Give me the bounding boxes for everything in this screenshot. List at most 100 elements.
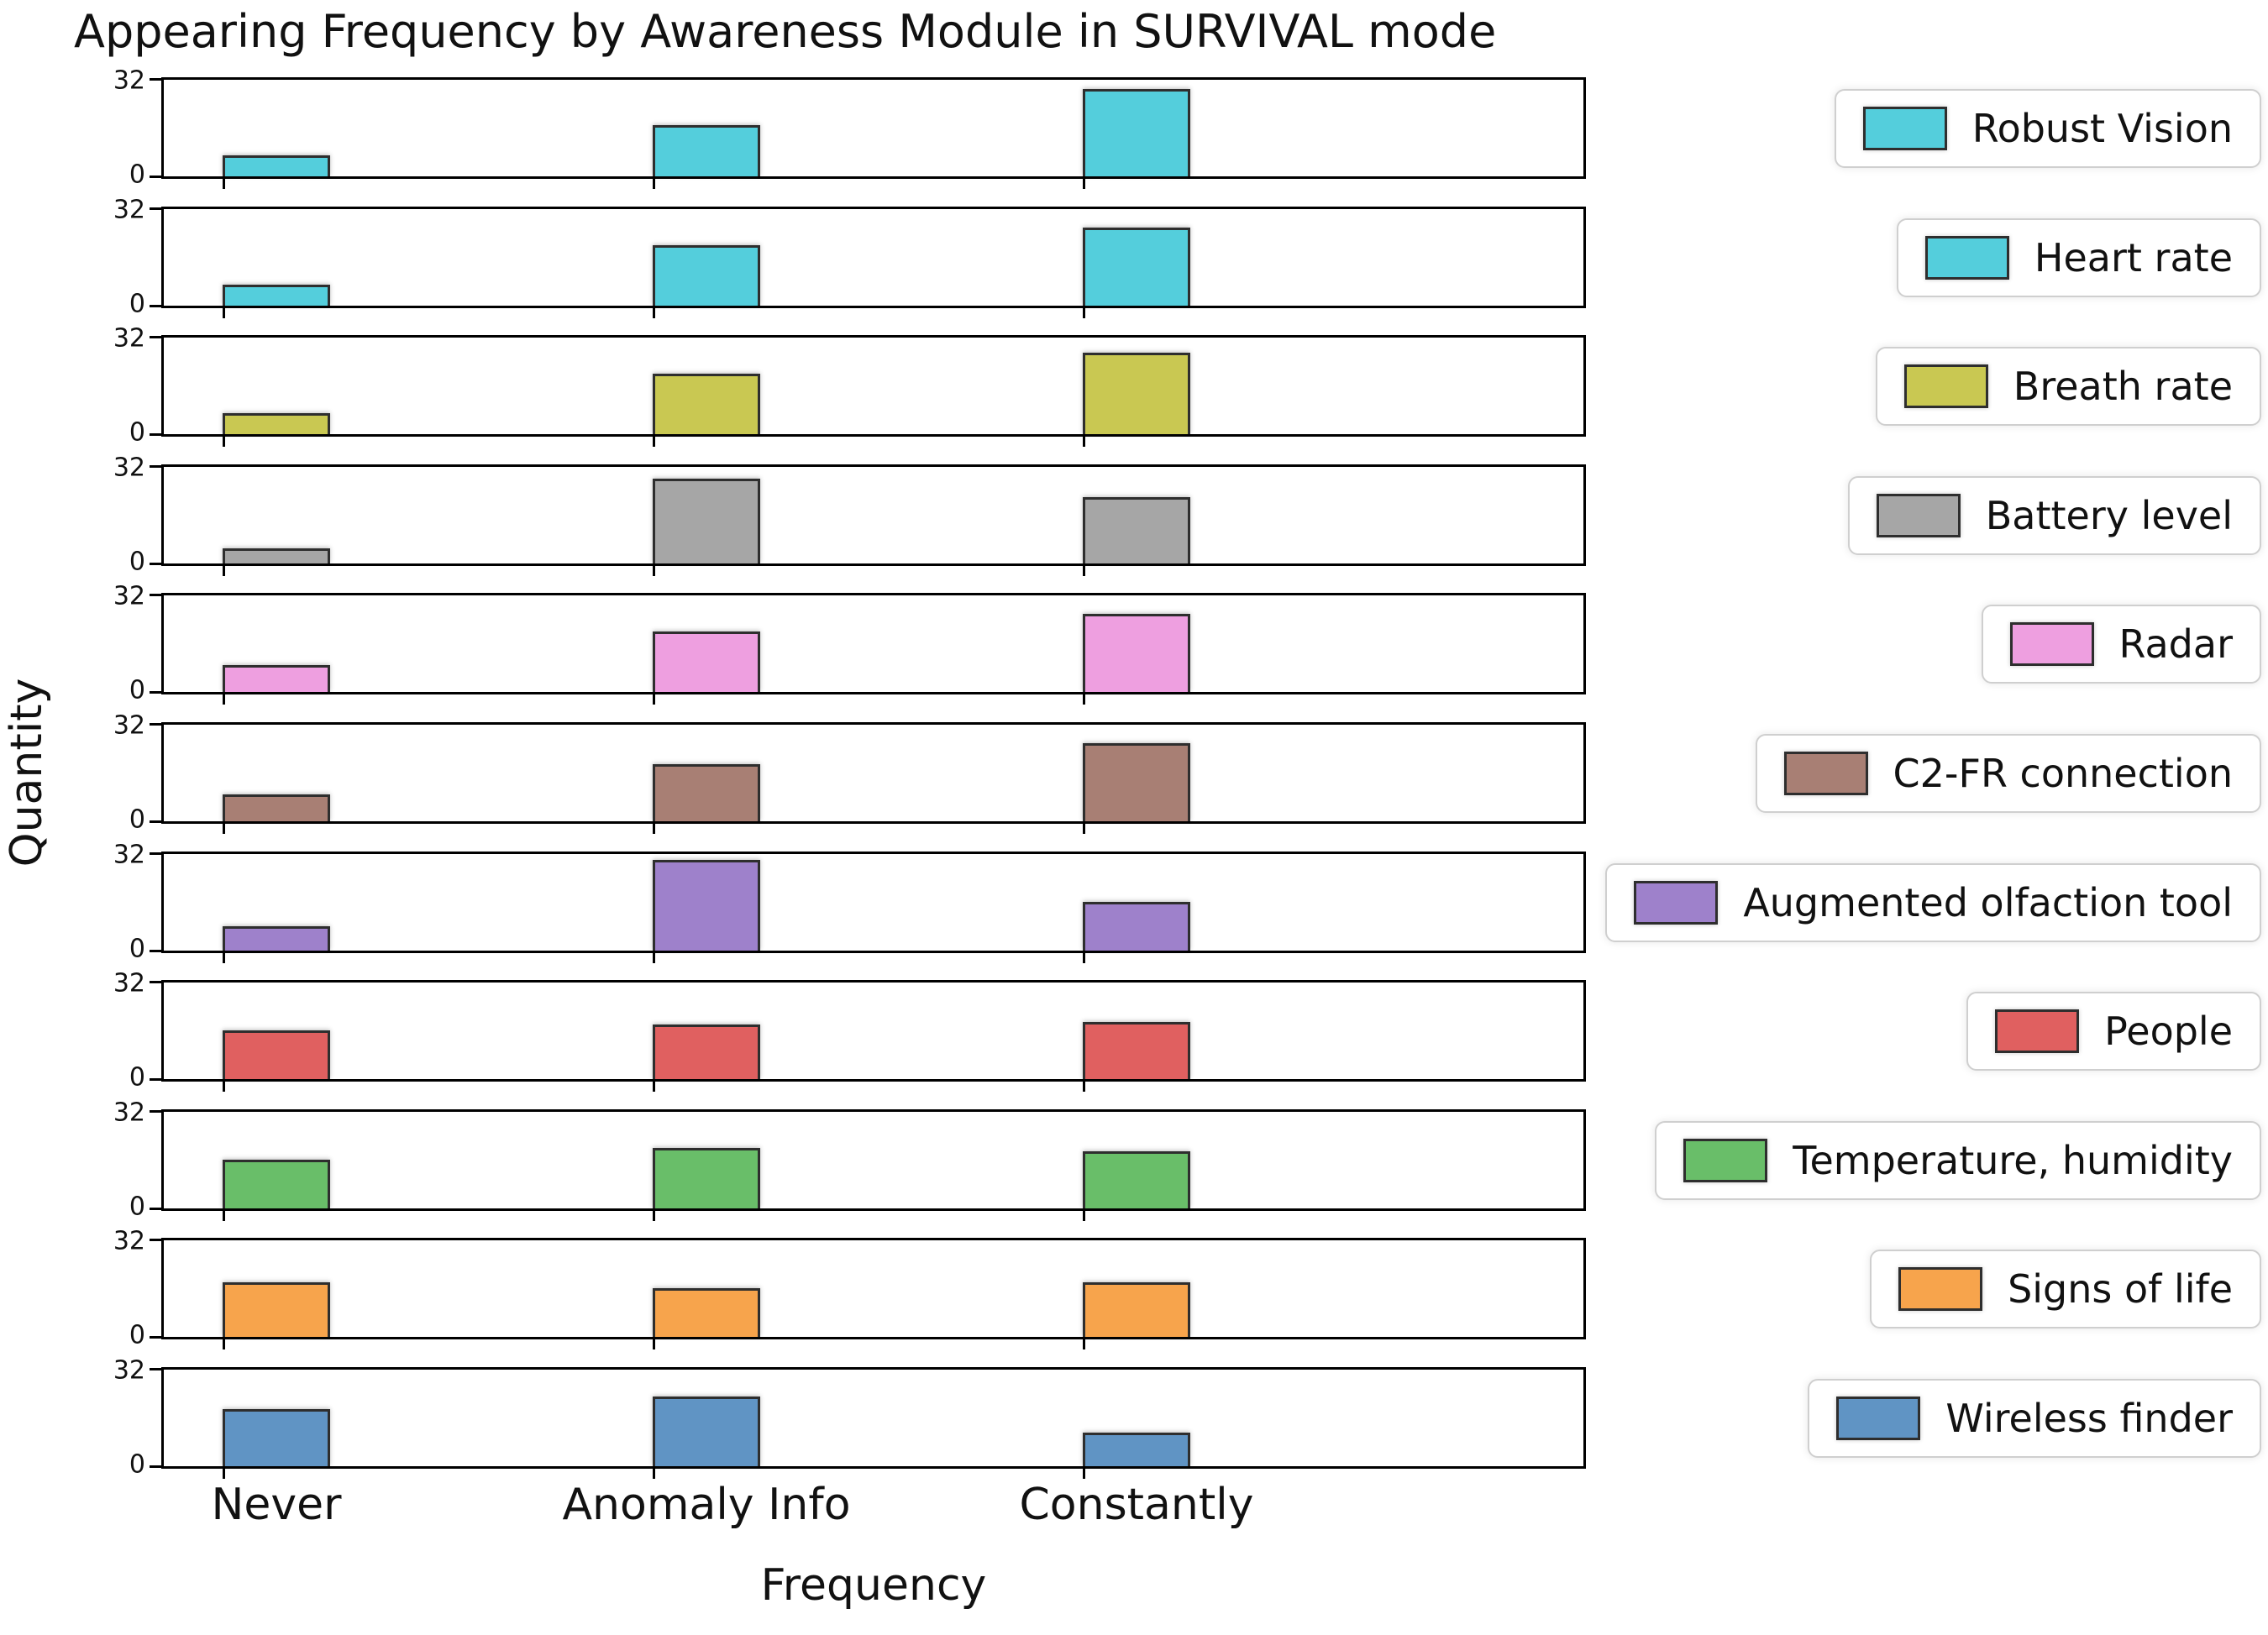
y-tick-mark (150, 176, 161, 178)
bar-heart-rate-never (223, 285, 330, 306)
legend-swatch-battery-level (1876, 493, 1961, 537)
bar-augmented-olfaction-tool-constantly (1083, 902, 1190, 951)
legend-swatch-signs-of-life (1898, 1266, 1983, 1311)
y-tick-mark (150, 433, 161, 436)
x-tick-mark (653, 1208, 655, 1221)
x-tick-mark (223, 306, 225, 318)
y-tick-mark (150, 207, 161, 210)
bar-breath-rate-constantly (1083, 353, 1190, 434)
y-tick-label: 0 (129, 675, 145, 705)
legend-swatch-robust-vision (1862, 106, 1947, 150)
y-tick-label: 32 (113, 195, 145, 225)
x-tick-mark (223, 434, 225, 447)
x-tick-mark (223, 951, 225, 963)
bar-people-anomaly-info (653, 1024, 760, 1079)
x-tick-mark (1083, 1208, 1085, 1221)
legend-label: Augmented olfaction tool (1743, 879, 2233, 925)
legend-swatch-augmented-olfaction-tool (1634, 880, 1719, 925)
y-tick-label: 32 (113, 710, 145, 741)
legend-radar: Radar (1981, 604, 2261, 684)
bar-battery-level-anomaly-info (653, 479, 760, 563)
legend-label: Battery level (1985, 492, 2233, 538)
y-tick-mark (150, 1078, 161, 1081)
x-tick-mark (653, 176, 655, 189)
y-tick-label: 32 (113, 1355, 145, 1386)
x-tick-mark (223, 176, 225, 189)
bar-wireless-finder-constantly (1083, 1433, 1190, 1466)
subplot-wireless-finder: 32 0 (113, 1358, 1586, 1479)
bar-radar-never (223, 665, 330, 692)
y-tick-mark (150, 691, 161, 694)
x-tick-mark (1083, 1337, 1085, 1349)
x-tick-mark (223, 563, 225, 576)
legend-swatch-people (1995, 1009, 2080, 1053)
y-tick-label: 0 (129, 417, 145, 448)
y-tick-label: 0 (129, 1192, 145, 1222)
y-tick-label: 0 (129, 289, 145, 319)
bar-c2-fr-connection-never (223, 794, 330, 821)
x-tick-label-constantly: Constantly (1019, 1480, 1254, 1530)
x-tick-mark (1083, 176, 1085, 189)
bar-signs-of-life-constantly (1083, 1282, 1190, 1337)
bar-robust-vision-constantly (1083, 89, 1190, 176)
y-tick-label: 32 (113, 323, 145, 354)
legend-signs-of-life: Signs of life (1870, 1249, 2261, 1328)
x-tick-mark (1083, 1079, 1085, 1092)
y-tick-mark (150, 1465, 161, 1468)
x-tick-mark (653, 1466, 655, 1479)
bar-heart-rate-anomaly-info (653, 245, 760, 306)
y-tick-label: 0 (129, 934, 145, 964)
x-tick-mark (1083, 951, 1085, 963)
bar-wireless-finder-never (223, 1409, 330, 1466)
legend-swatch-wireless-finder (1836, 1396, 1921, 1440)
bar-signs-of-life-anomaly-info (653, 1288, 760, 1337)
x-tick-mark (1083, 692, 1085, 705)
bar-people-never (223, 1030, 330, 1079)
y-tick-label: 32 (113, 1098, 145, 1128)
x-tick-label-never: Never (211, 1480, 342, 1530)
x-tick-mark (1083, 821, 1085, 834)
y-tick-label: 0 (129, 1062, 145, 1093)
y-tick-label: 32 (113, 581, 145, 611)
bar-temperature-humidity-constantly (1083, 1151, 1190, 1208)
y-tick-label: 32 (113, 968, 145, 998)
legend-label: C2-FR connection (1893, 750, 2233, 796)
bar-wireless-finder-anomaly-info (653, 1397, 760, 1466)
y-tick-mark (150, 305, 161, 307)
legend-swatch-heart-rate (1924, 235, 2009, 280)
x-tick-mark (653, 1079, 655, 1092)
bar-breath-rate-anomaly-info (653, 374, 760, 434)
legend-swatch-temperature-humidity (1683, 1138, 1768, 1182)
y-tick-mark (150, 852, 161, 855)
y-tick-mark (150, 1368, 161, 1370)
bar-c2-fr-connection-anomaly-info (653, 764, 760, 821)
subplot-people: 32 0 (113, 971, 1586, 1092)
y-tick-mark (150, 981, 161, 983)
bar-augmented-olfaction-tool-anomaly-info (653, 860, 760, 951)
subplot-augmented-olfaction-tool: 32 0 (113, 842, 1586, 963)
bar-people-constantly (1083, 1022, 1190, 1079)
bar-signs-of-life-never (223, 1282, 330, 1337)
y-tick-mark (150, 820, 161, 823)
legend-heart-rate: Heart rate (1896, 217, 2261, 297)
y-tick-label: 32 (113, 840, 145, 870)
y-tick-label: 0 (129, 1449, 145, 1480)
x-tick-mark (653, 1337, 655, 1349)
y-tick-mark (150, 78, 161, 81)
legend-swatch-c2-fr-connection (1783, 751, 1868, 795)
legend-label: Robust Vision (1971, 105, 2233, 151)
legend-label: Radar (2118, 621, 2233, 667)
bar-temperature-humidity-never (223, 1160, 330, 1208)
legend-swatch-breath-rate (1903, 364, 1988, 408)
y-tick-mark (150, 1336, 161, 1339)
legend-augmented-olfaction-tool: Augmented olfaction tool (1605, 862, 2261, 942)
legend-label: People (2104, 1008, 2233, 1054)
x-tick-mark (223, 692, 225, 705)
bar-robust-vision-never (223, 155, 330, 176)
y-tick-mark (150, 465, 161, 468)
y-tick-mark (150, 1110, 161, 1113)
bar-c2-fr-connection-constantly (1083, 743, 1190, 821)
legend-temperature-humidity: Temperature, humidity (1655, 1120, 2261, 1200)
